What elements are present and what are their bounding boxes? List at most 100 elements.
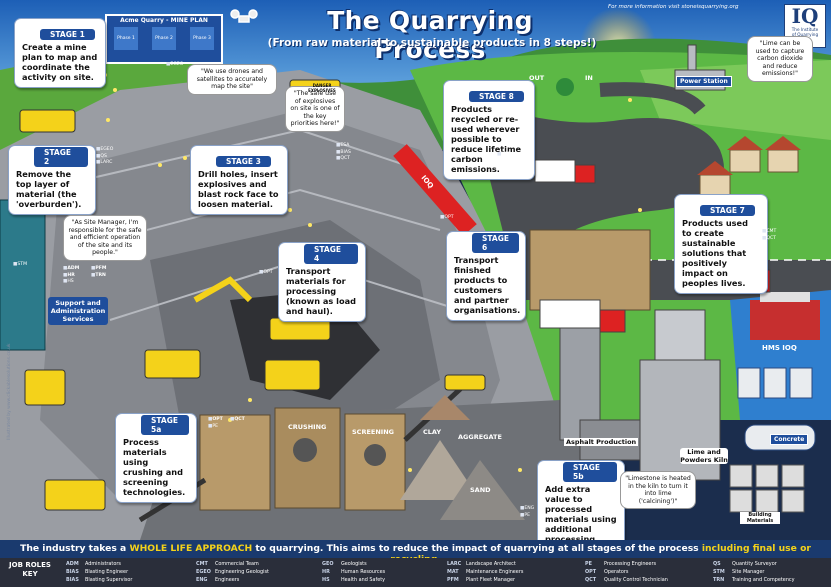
- role-tags-stage-7: CMT QCT: [762, 229, 776, 242]
- screening-label: SCREENING: [352, 428, 394, 436]
- stage-4-heading: STAGE 4: [304, 244, 358, 264]
- stage-7-box: STAGE 7 Products used to create sustaina…: [674, 194, 768, 294]
- role-tags-stage-5a: OPTQCT PE: [208, 417, 258, 430]
- page-subtitle: (From raw material to sustainable produc…: [267, 37, 597, 49]
- building-materials-label: Building Materials: [740, 512, 780, 524]
- role-tag: STM: [13, 262, 27, 269]
- stage-6-heading: STAGE 6: [472, 233, 520, 253]
- role-tag: ADM: [63, 266, 91, 273]
- illustrator-credit: Illustrated by www.clickablesolutions.co…: [7, 343, 12, 440]
- role-tags-stage-1: EGEO: [166, 62, 183, 69]
- role-tags-stage-4: OPT: [259, 270, 272, 277]
- logo-mark: IQ: [791, 4, 819, 28]
- concrete-label: Concrete: [770, 434, 809, 445]
- danger-explosives-label: DANGER EXPLOSIVES: [308, 83, 336, 93]
- stage-2-box: STAGE 2 Remove the top layer of material…: [8, 145, 96, 215]
- quote-limestone-kiln: "Limestone is heated in the kiln to turn…: [620, 471, 696, 509]
- role-tag: ENG: [520, 506, 534, 513]
- stage-8-box: STAGE 8 Products recycled or re-used whe…: [443, 80, 535, 180]
- role-tag: QCT: [230, 417, 244, 424]
- ship-label: HMS IOQ: [762, 344, 797, 352]
- role-tags-stage-6: OPT: [440, 215, 453, 222]
- stage-3-text: Drill holes, insert explosives and blast…: [198, 169, 279, 209]
- asphalt-label: Asphalt Production: [564, 438, 639, 446]
- role-tag: EGEO: [166, 62, 183, 69]
- quote-lime-co2: "Lime can be used to capture carbon diox…: [747, 36, 813, 82]
- job-roles-key: [0, 558, 831, 587]
- role-tag: QCT: [762, 236, 776, 243]
- role-tag: OPT: [208, 417, 230, 424]
- role-tag: OPT: [497, 152, 510, 159]
- footer-middle: to quarrying. This aims to reduce the im…: [252, 543, 702, 554]
- footer-band: [0, 540, 831, 558]
- mine-plan-title: Acme Quarry - MINE PLAN: [120, 17, 208, 24]
- role-tag: TRN: [91, 273, 106, 280]
- logo-text-1: The Institute: [791, 27, 819, 32]
- logo-text-2: of Quarrying: [791, 32, 819, 37]
- stage-3-box: STAGE 3 Drill holes, insert explosives a…: [190, 145, 288, 215]
- stage-1-heading: STAGE 1: [40, 29, 95, 40]
- role-tag: HS: [63, 279, 123, 286]
- mine-plan-phase: Phase 2: [152, 27, 176, 50]
- aggregate-label: AGGREGATE: [458, 433, 502, 441]
- role-tag: CMT: [762, 229, 776, 236]
- recycling-in-label: IN: [585, 74, 593, 82]
- stage-6-text: Transport finished products to customers…: [454, 255, 521, 315]
- website-note[interactable]: For more information visit stoneisquarry…: [608, 4, 739, 10]
- stage-8-text: Products recycled or re-used wherever po…: [451, 104, 522, 174]
- stage-5a-box: STAGE 5a Process materials using crushin…: [115, 413, 197, 503]
- stage-1-text: Create a mine plan to map and coordinate…: [22, 42, 98, 82]
- stage-5b-heading: STAGE 5b: [563, 462, 617, 482]
- stage-1-box: STAGE 1 Create a mine plan to map and co…: [14, 18, 106, 88]
- stage-6-box: STAGE 6 Transport finished products to c…: [446, 231, 526, 321]
- stage-5a-heading: STAGE 5a: [141, 415, 189, 435]
- mine-plan-phase: Phase 1: [114, 27, 138, 50]
- clay-label: CLAY: [423, 428, 442, 436]
- lime-kiln-label: Lime and Powders Kiln: [680, 448, 728, 464]
- mine-plan-board: Acme Quarry - MINE PLAN Phase 1 Phase 2 …: [105, 14, 223, 64]
- sand-label: SAND: [470, 486, 491, 494]
- role-tags-stage-8: OPT: [497, 152, 510, 159]
- stage-4-text: Transport materials for processing (know…: [286, 266, 356, 316]
- role-tag: OPT: [440, 215, 453, 222]
- role-tag: PFM: [91, 266, 106, 273]
- stage-2-text: Remove the top layer of material (the 'o…: [16, 169, 82, 209]
- role-tag: HR: [63, 273, 91, 280]
- stage-7-heading: STAGE 7: [700, 205, 755, 216]
- role-tag: PE: [208, 424, 258, 431]
- role-tags-manager: ADMPFM HRTRN HS: [63, 266, 123, 286]
- stage-7-text: Products used to create sustainable solu…: [682, 218, 748, 288]
- support-services-label: Support and Administration Services: [48, 297, 108, 325]
- crushing-label: CRUSHING: [288, 423, 327, 431]
- role-tag: OPT: [259, 270, 272, 277]
- stage-2-heading: STAGE 2: [34, 147, 88, 167]
- role-tags-stage-3: ESA BIAS QCT: [336, 143, 351, 163]
- stage-5a-text: Process materials using crushing and scr…: [123, 437, 186, 497]
- role-tags-stage-2: EGEO QS LARC: [96, 147, 113, 167]
- role-tag: QCT: [336, 156, 351, 163]
- role-tag: EGEO: [96, 147, 113, 154]
- footer-highlight-1: WHOLE LIFE APPROACH: [129, 543, 253, 554]
- role-tag: BIAS: [336, 150, 351, 157]
